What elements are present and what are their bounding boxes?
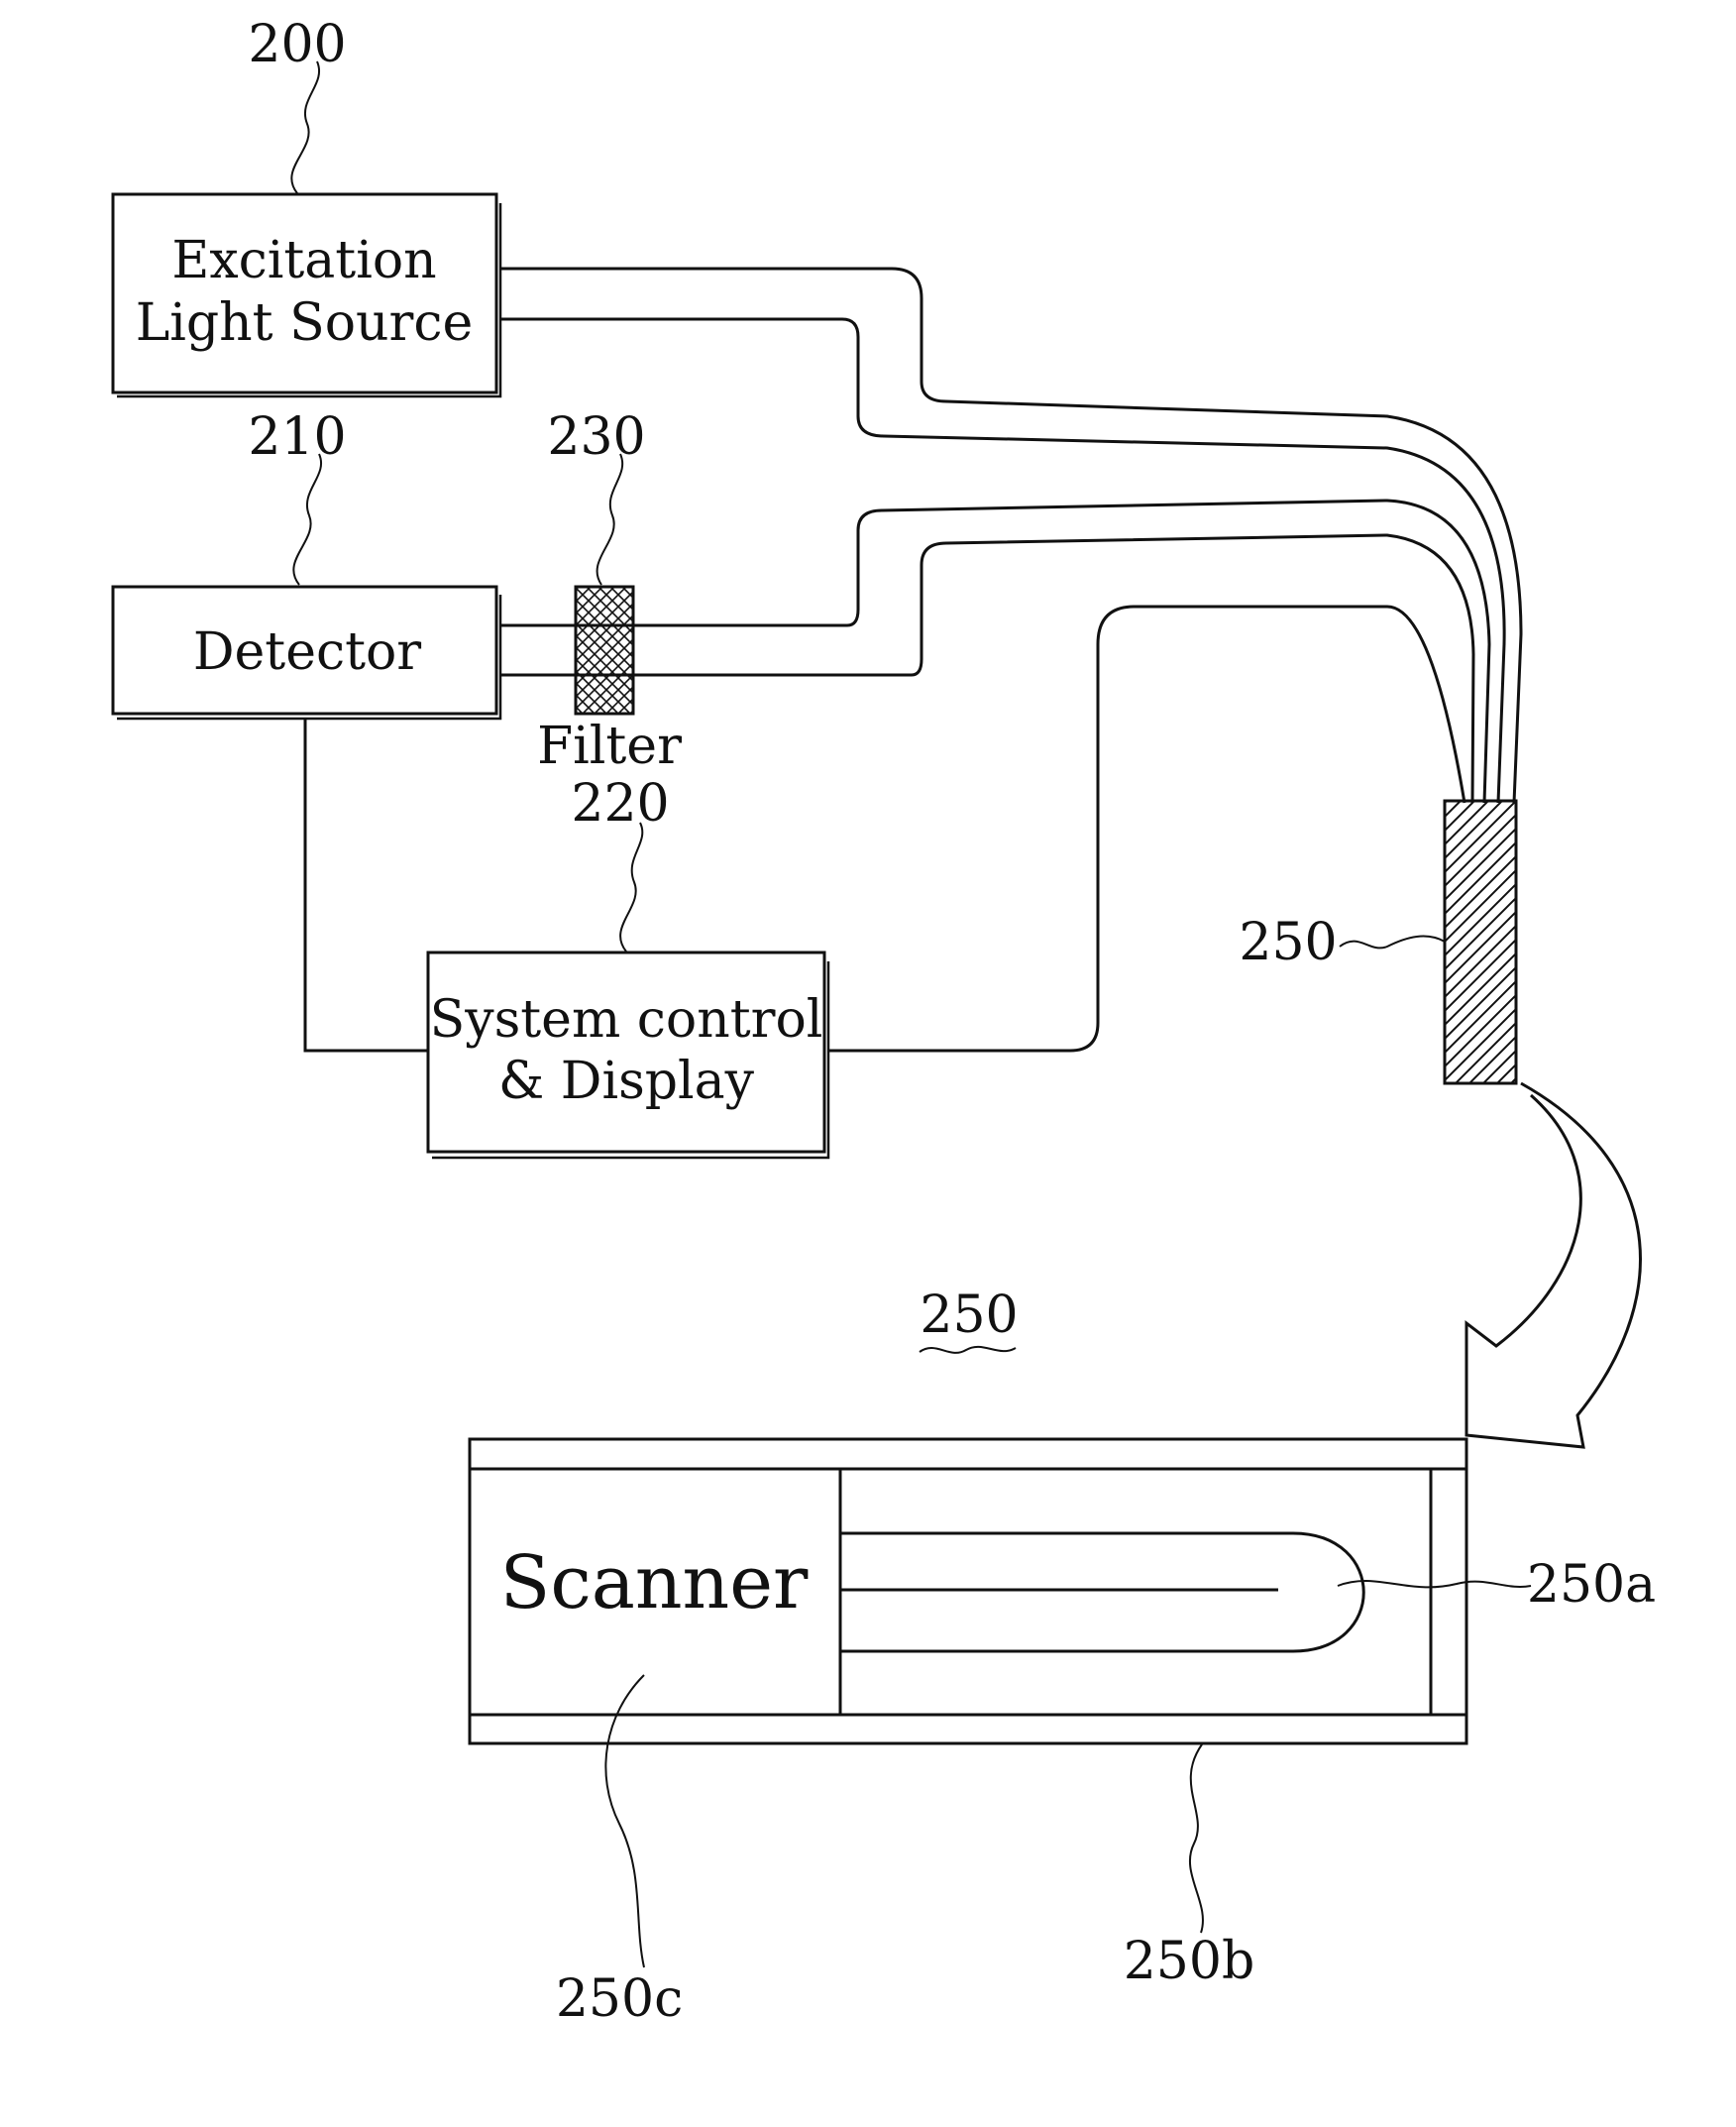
detector-ref-leader	[293, 454, 321, 585]
system-control-ref-leader	[620, 823, 642, 952]
system-to-probe-wire	[828, 607, 1465, 1051]
probe-detail-ref: 250	[920, 1286, 1018, 1345]
filter-ref: 230	[547, 407, 645, 467]
scanner-label: Scanner	[500, 1540, 809, 1625]
probe-element	[1445, 801, 1516, 1083]
fiber-ref: 250a	[1527, 1555, 1656, 1615]
light-source-ref: 200	[248, 15, 346, 74]
light-source-block: Excitation Light Source	[113, 194, 500, 396]
probe-detail-underline	[920, 1347, 1016, 1353]
detector-to-system-wire	[305, 719, 428, 1051]
system-control-ref: 220	[571, 774, 669, 834]
filter-ref-leader	[597, 454, 623, 585]
filter-element	[576, 587, 633, 714]
light-source-ref-leader	[291, 61, 319, 193]
filter-label: Filter	[537, 717, 682, 776]
scanner-ref: 250c	[556, 1969, 683, 2029]
probe-ref: 250	[1239, 913, 1337, 972]
system-control-label-line1: System control	[430, 990, 823, 1050]
detector-block: Detector	[113, 587, 500, 719]
light-source-label-line1: Excitation	[171, 231, 436, 290]
detail-callout-arrow	[1466, 1083, 1640, 1447]
light-source-label-line2: Light Source	[136, 293, 474, 353]
housing-ref: 250b	[1124, 1932, 1255, 1991]
system-control-label-line2: & Display	[498, 1052, 755, 1111]
housing-ref-leader	[1190, 1744, 1203, 1933]
probe-ref-leader	[1340, 937, 1445, 949]
system-control-block: System control & Display	[428, 952, 828, 1158]
detector-label: Detector	[193, 622, 421, 682]
detector-ref: 210	[248, 407, 346, 467]
